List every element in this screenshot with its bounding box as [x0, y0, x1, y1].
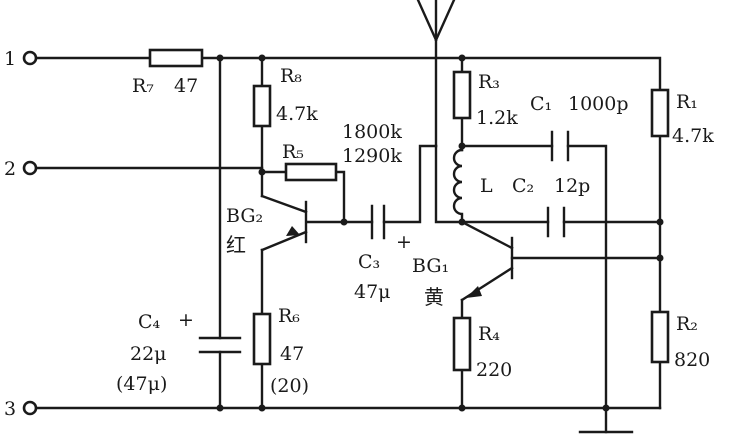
- svg-text:2: 2: [4, 158, 16, 180]
- capacitor-c4: C₄ + 22μ (47μ): [116, 309, 242, 395]
- svg-text:R₂: R₂: [676, 313, 698, 335]
- antenna-icon: [416, 0, 456, 148]
- resistor-r8: R₈ 4.7k: [252, 65, 318, 128]
- svg-text:R₈: R₈: [280, 65, 302, 87]
- svg-text:1: 1: [4, 48, 16, 70]
- resistor-r4: R₄ 220: [452, 316, 512, 381]
- capacitor-c2: C₂ 12p: [512, 175, 590, 238]
- terminal-3: 3: [4, 398, 38, 420]
- wires: [36, 56, 662, 434]
- svg-text:R₁: R₁: [676, 91, 698, 113]
- svg-text:1800k: 1800k: [342, 121, 402, 143]
- svg-text:(47μ): (47μ): [116, 373, 167, 395]
- resistor-r3: R₃ 1.2k: [452, 70, 518, 129]
- svg-text:R₃: R₃: [478, 71, 500, 93]
- capacitor-c1: C₁ 1000p: [530, 93, 629, 162]
- junction-dots: [216, 54, 664, 412]
- resistor-r6: R₆ 47 (20): [252, 305, 309, 397]
- svg-text:12p: 12p: [554, 175, 590, 197]
- svg-text:47: 47: [280, 343, 304, 365]
- svg-text:C₁: C₁: [530, 93, 552, 115]
- terminal-2: 2: [4, 158, 38, 180]
- resistor-r1: R₁ 4.7k: [650, 88, 714, 147]
- svg-text:820: 820: [674, 349, 710, 371]
- svg-text:1290k: 1290k: [342, 145, 402, 167]
- svg-text:黄: 黄: [424, 285, 444, 309]
- svg-text:R₄: R₄: [478, 323, 500, 345]
- transistor-bg2: BG₂ 红: [226, 194, 308, 257]
- transistor-bg1: BG₁ 黄: [412, 220, 514, 309]
- svg-text:BG₂: BG₂: [226, 205, 263, 227]
- svg-text:(20): (20): [270, 375, 309, 397]
- svg-text:BG₁: BG₁: [412, 255, 449, 277]
- terminal-1: 1: [4, 48, 38, 70]
- svg-text:4.7k: 4.7k: [672, 125, 714, 147]
- svg-text:1.2k: 1.2k: [476, 107, 518, 129]
- svg-text:C₃: C₃: [358, 251, 380, 273]
- resistor-r2: R₂ 820: [650, 310, 710, 371]
- svg-text:R₇: R₇: [132, 75, 154, 97]
- svg-text:R₅: R₅: [282, 141, 304, 163]
- svg-text:22μ: 22μ: [130, 343, 167, 365]
- resistor-r5: R₅ 1800k 1290k: [282, 121, 402, 182]
- svg-text:R₆: R₆: [278, 305, 300, 327]
- svg-text:C₄: C₄: [138, 311, 161, 333]
- svg-text:红: 红: [226, 233, 246, 257]
- svg-text:220: 220: [476, 359, 512, 381]
- svg-text:C₂: C₂: [512, 175, 534, 197]
- svg-text:L: L: [480, 175, 493, 197]
- svg-text:47μ: 47μ: [354, 281, 391, 303]
- svg-text:47: 47: [174, 75, 198, 97]
- svg-text:+: +: [396, 231, 412, 253]
- svg-text:1000p: 1000p: [568, 93, 629, 115]
- capacitor-c3: + C₃ 47μ: [354, 204, 412, 303]
- resistor-r7: R₇ 47: [132, 48, 204, 97]
- svg-text:3: 3: [4, 398, 16, 420]
- svg-text:+: +: [178, 309, 194, 331]
- inductor-l: L: [452, 144, 493, 216]
- svg-text:4.7k: 4.7k: [276, 103, 318, 125]
